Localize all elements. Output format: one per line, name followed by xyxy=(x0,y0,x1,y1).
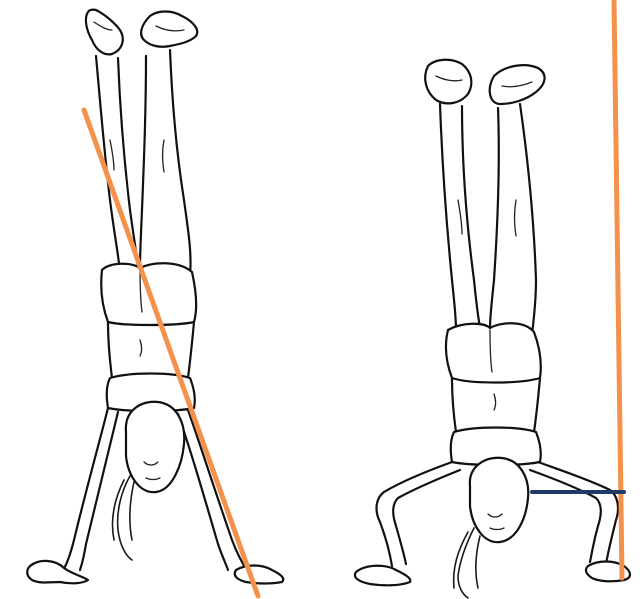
feet xyxy=(425,60,544,104)
hips xyxy=(446,323,541,382)
legs xyxy=(440,104,536,334)
figure-headstand xyxy=(355,60,630,598)
figure-handstand xyxy=(27,10,283,584)
head xyxy=(112,402,184,560)
torso xyxy=(451,378,541,465)
torso xyxy=(107,322,195,411)
head xyxy=(454,458,529,598)
legs xyxy=(96,50,191,276)
feet xyxy=(86,10,197,55)
